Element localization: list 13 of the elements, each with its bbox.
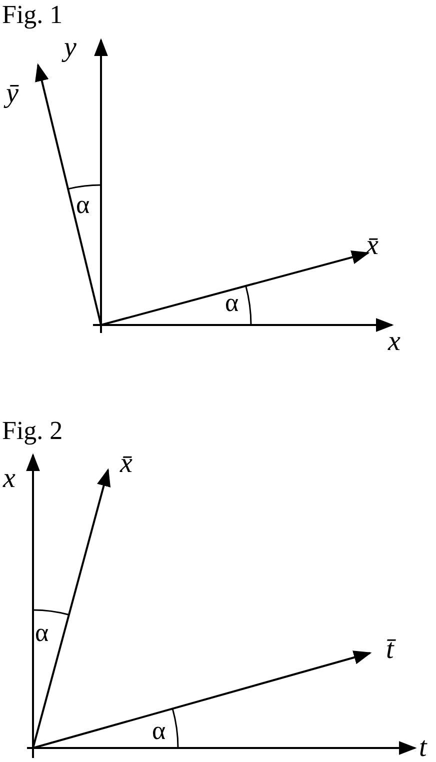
axis-label: x	[388, 328, 400, 356]
axis-label: y	[64, 34, 76, 62]
axis-label: ȳ	[6, 80, 18, 108]
angle-label: α	[152, 718, 166, 744]
axis-label: t̄	[386, 636, 394, 664]
axis-label: x	[3, 465, 16, 493]
figure-caption: Fig. 2	[2, 418, 63, 444]
axis-label: t	[419, 734, 427, 762]
angle-label: α	[35, 620, 49, 646]
axis-label: x̄	[120, 450, 132, 478]
angle-label: α	[225, 290, 239, 316]
angle-label: α	[76, 192, 90, 218]
figure-caption: Fig. 1	[2, 2, 63, 28]
